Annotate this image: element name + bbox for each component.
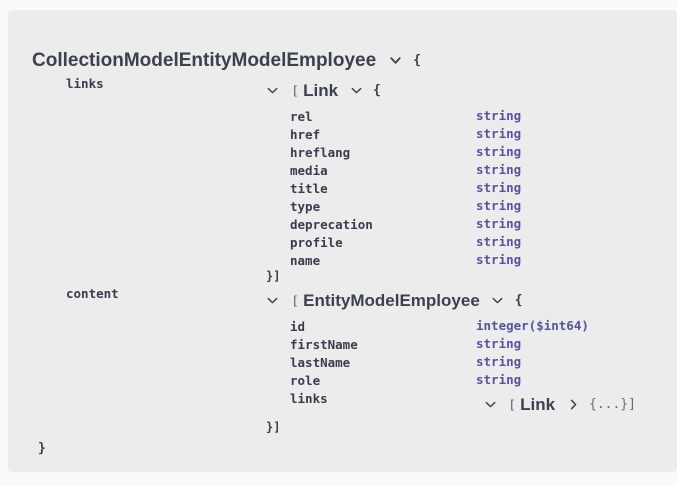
property-type: string <box>476 198 522 213</box>
chevron-down-icon[interactable] <box>266 294 279 307</box>
close-token: } <box>38 441 46 456</box>
property-name: deprecation <box>290 217 373 232</box>
chevron-down-icon[interactable] <box>350 84 363 97</box>
root-model-header[interactable]: CollectionModelEntityModelEmployee { <box>32 51 421 70</box>
entity-model-close: }] <box>266 419 280 435</box>
table-row: profile string <box>290 234 521 252</box>
close-token: }] <box>266 420 281 434</box>
root-model-close: } <box>38 440 46 456</box>
entity-model-name: EntityModelEmployee <box>303 291 480 310</box>
nested-collapsed-token: {...}] <box>589 397 636 412</box>
property-type: integer($int64) <box>476 318 589 333</box>
property-name: id <box>290 319 306 334</box>
table-row: hreflang string <box>290 144 521 162</box>
property-type: string <box>476 234 522 249</box>
entity-open-bracket: [ <box>291 293 299 308</box>
property-name: lastName <box>290 355 351 370</box>
property-name: hreflang <box>290 145 351 160</box>
table-row: media string <box>290 162 521 180</box>
link-model-close: }] <box>266 268 280 284</box>
property-key-label: links <box>66 76 104 91</box>
root-model-title: CollectionModelEntityModelEmployee <box>32 50 377 71</box>
property-type: string <box>476 108 522 123</box>
chevron-down-icon[interactable] <box>266 84 279 97</box>
property-type: string <box>476 180 522 195</box>
link-open-bracket: [ <box>291 83 299 98</box>
chevron-down-icon[interactable] <box>389 54 402 67</box>
property-type: string <box>476 126 522 141</box>
table-row: id integer($int64) <box>290 318 589 336</box>
nested-link-model[interactable]: [ Link {...}] <box>484 396 636 413</box>
link-open-brace: { <box>373 83 381 98</box>
table-row: title string <box>290 180 521 198</box>
entity-model-header[interactable]: [ EntityModelEmployee { <box>266 292 523 309</box>
property-name: firstName <box>290 337 358 352</box>
table-row: type string <box>290 198 521 216</box>
property-type: string <box>476 216 522 231</box>
property-name: media <box>290 163 328 178</box>
property-name: rel <box>290 109 313 124</box>
nested-open-bracket: [ <box>508 397 516 412</box>
property-type: string <box>476 372 522 387</box>
property-type: string <box>476 336 522 351</box>
model-schema-panel: CollectionModelEntityModelEmployee { lin… <box>8 10 677 472</box>
nested-model-name: Link <box>520 395 556 414</box>
chevron-right-icon[interactable] <box>567 398 580 411</box>
property-type: string <box>476 252 522 267</box>
link-model-name: Link <box>303 81 339 100</box>
property-type: string <box>476 162 522 177</box>
property-name: profile <box>290 235 343 250</box>
chevron-down-icon[interactable] <box>491 294 504 307</box>
entity-open-brace: { <box>514 293 523 308</box>
table-row: rel string <box>290 108 521 126</box>
property-name: name <box>290 253 321 268</box>
table-row: firstName string <box>290 336 521 354</box>
property-type: string <box>476 354 522 369</box>
property-name: href <box>290 127 321 142</box>
root-open-brace: { <box>413 53 421 68</box>
property-name: role <box>290 373 321 388</box>
table-row: href string <box>290 126 521 144</box>
property-key-label: content <box>66 286 119 301</box>
table-row: links <box>290 390 328 408</box>
table-row: name string <box>290 252 521 270</box>
property-key-links: links <box>66 76 104 92</box>
property-type: string <box>476 144 522 159</box>
table-row: role string <box>290 372 521 390</box>
property-name: title <box>290 181 328 196</box>
chevron-down-icon[interactable] <box>484 398 497 411</box>
property-name: links <box>290 391 328 406</box>
close-token: }] <box>266 269 281 283</box>
link-model-header[interactable]: [ Link { <box>266 82 381 99</box>
property-key-content: content <box>66 286 119 302</box>
table-row: lastName string <box>290 354 521 372</box>
table-row: deprecation string <box>290 216 521 234</box>
property-name: type <box>290 199 321 214</box>
